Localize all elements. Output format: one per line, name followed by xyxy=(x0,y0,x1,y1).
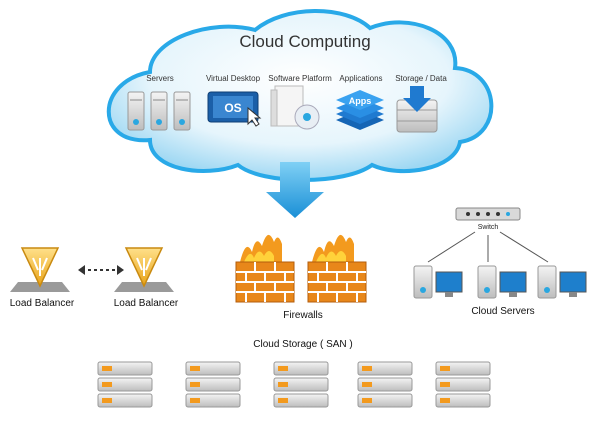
servers-icon xyxy=(127,91,191,131)
load-balancer-left-icon xyxy=(10,247,70,292)
category-servers: Servers xyxy=(146,74,174,83)
load-balancer-right-label: Load Balancer xyxy=(113,298,179,309)
software-platform-icon xyxy=(270,85,320,130)
cloud-server-3-icon xyxy=(537,265,587,299)
cloud-title: Cloud Computing xyxy=(239,32,371,51)
cloud-server-1-icon xyxy=(413,265,463,299)
san-unit-icon xyxy=(185,361,241,408)
switch-label: Switch xyxy=(477,224,499,231)
san-unit-icon xyxy=(273,361,329,408)
category-virtual-desktop: Virtual Desktop xyxy=(205,74,261,83)
firewall-left-icon xyxy=(235,234,295,303)
virtual-desktop-icon: OS xyxy=(207,91,262,127)
category-storage-data: Storage / Data xyxy=(395,74,447,83)
firewalls-label: Firewalls xyxy=(283,310,323,321)
cloud-server-2-icon xyxy=(477,265,527,299)
san-unit-icon xyxy=(435,361,491,408)
switch-links xyxy=(427,231,549,263)
down-arrow-icon xyxy=(266,162,324,218)
double-arrow-icon xyxy=(78,265,124,275)
switch-icon xyxy=(455,207,521,221)
applications-icon: Apps xyxy=(336,90,384,130)
san-unit-icon xyxy=(357,361,413,408)
san-label: Cloud Storage ( SAN ) xyxy=(253,339,353,350)
firewall-right-icon xyxy=(307,234,367,303)
os-label: OS xyxy=(224,101,241,115)
load-balancer-right-icon xyxy=(114,247,174,292)
load-balancer-left-label: Load Balancer xyxy=(9,298,75,309)
apps-label: Apps xyxy=(349,96,372,106)
san-storage-group xyxy=(97,361,491,408)
cloud-servers-label: Cloud Servers xyxy=(471,306,535,317)
storage-data-icon xyxy=(396,86,438,133)
category-applications: Applications xyxy=(339,74,383,83)
category-software-platform: Software Platform xyxy=(268,74,332,83)
san-unit-icon xyxy=(97,361,153,408)
